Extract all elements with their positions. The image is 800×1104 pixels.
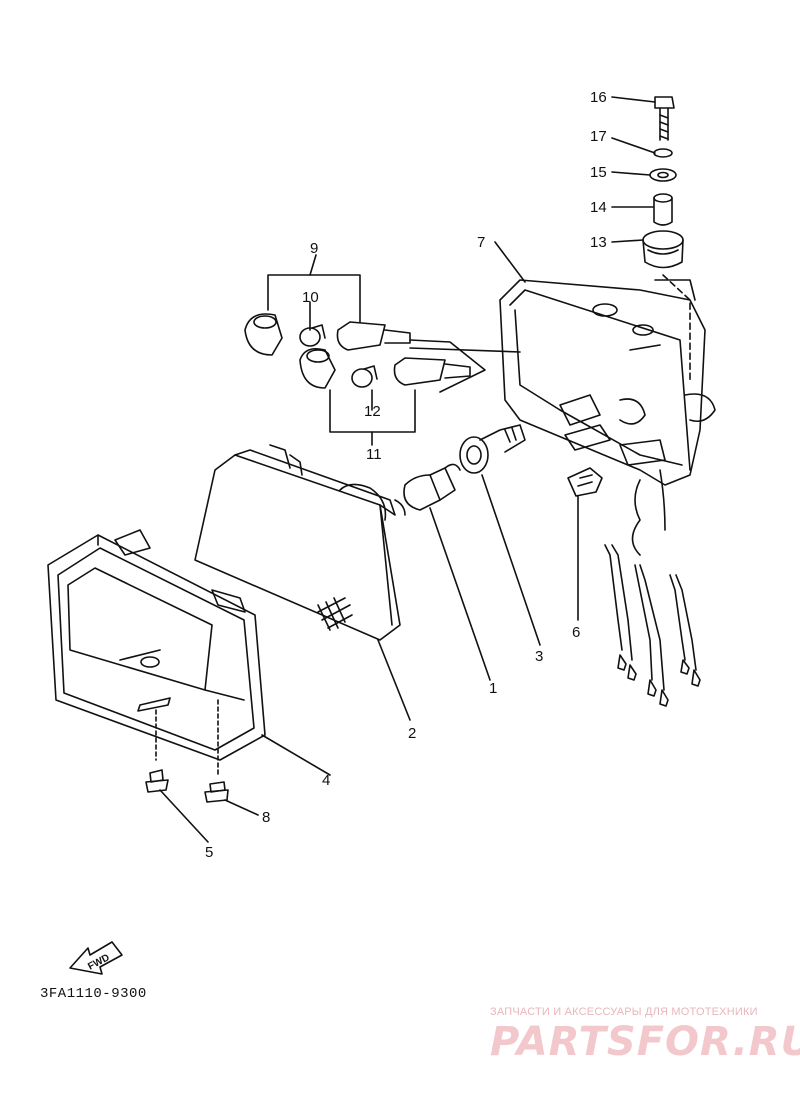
callout-9: 9 [310, 240, 318, 257]
callout-4: 4 [322, 772, 330, 789]
mounting-hardware [642, 96, 691, 381]
clip-nut [567, 467, 603, 497]
callout-2: 2 [408, 725, 416, 742]
diagram-code: 3FA1110-9300 [40, 986, 147, 1002]
headlight-housing [499, 279, 716, 486]
headlight-rim [47, 529, 266, 761]
callout-15: 15 [590, 164, 607, 181]
position-lamp-parts [244, 274, 521, 433]
callout-7: 7 [477, 234, 485, 251]
callout-11: 11 [366, 446, 382, 463]
callout-5: 5 [205, 844, 213, 861]
screws [145, 699, 229, 803]
callout-1: 1 [489, 680, 497, 697]
callout-13: 13 [590, 234, 607, 251]
wire-harness [604, 469, 701, 707]
headlight-bulb [403, 463, 461, 511]
callout-8: 8 [262, 809, 270, 826]
watermark-brand: PARTSFOR.RU [490, 1019, 800, 1065]
callout-12: 12 [364, 403, 381, 420]
leader-lines [159, 96, 656, 843]
headlight-lens [194, 444, 406, 641]
callout-10: 10 [302, 289, 319, 306]
bulb-socket [459, 424, 526, 474]
watermark-subtitle: ЗАПЧАСТИ И АКСЕССУАРЫ ДЛЯ МОТОТЕХНИКИ [490, 1006, 758, 1018]
callout-17: 17 [590, 128, 607, 145]
fwd-arrow [69, 941, 123, 975]
callout-3: 3 [535, 648, 543, 665]
callout-labels: 1 2 3 4 5 6 7 8 9 10 11 12 13 14 15 16 1… [86, 89, 606, 973]
callout-6: 6 [572, 624, 580, 641]
callout-16: 16 [590, 89, 607, 106]
callout-14: 14 [590, 199, 607, 216]
